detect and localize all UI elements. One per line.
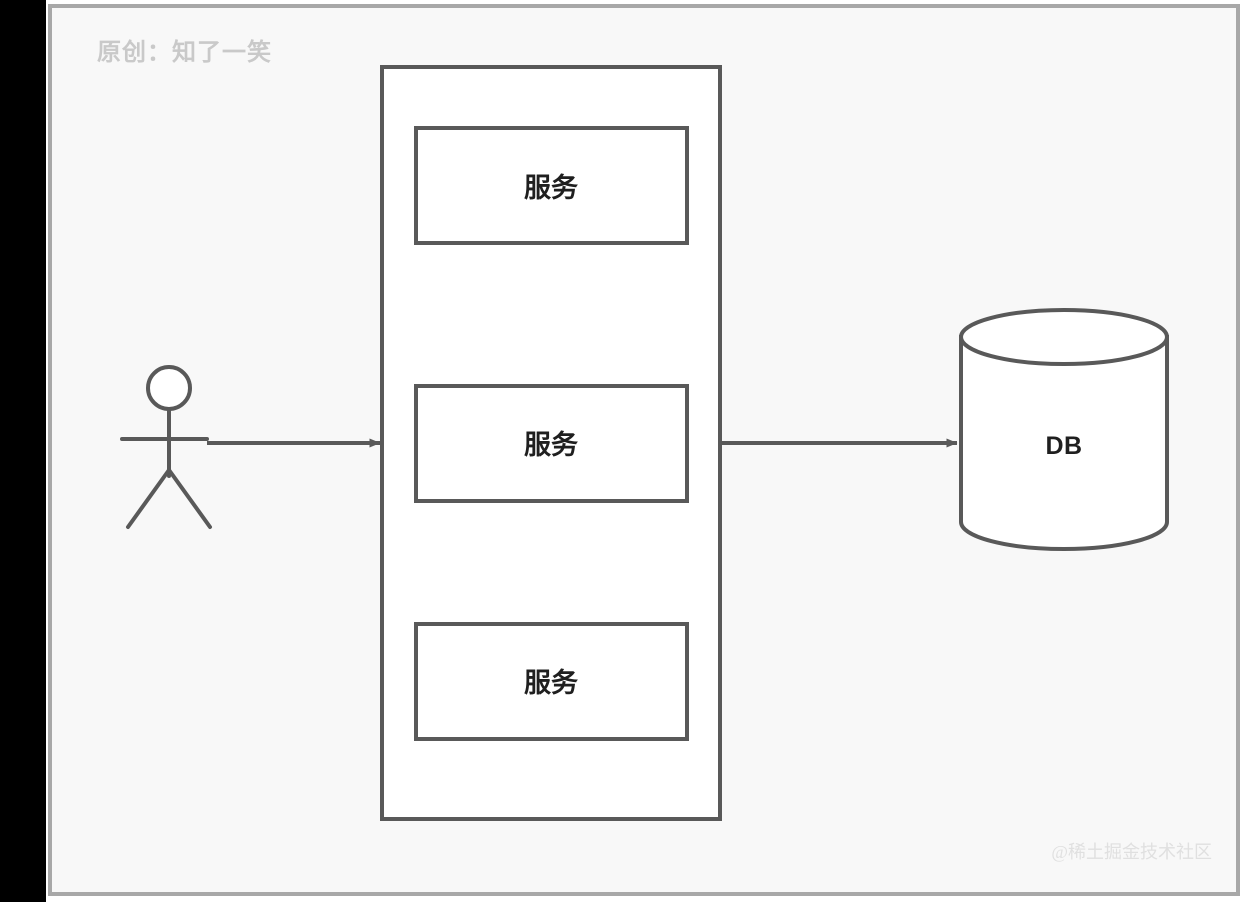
service-box-2[interactable]: 服务	[414, 384, 689, 503]
diagram-drawing: 服务 服务 服务 DB	[120, 65, 1169, 821]
watermark-author: 原创：知了一笑	[97, 39, 272, 66]
diagram-canvas: 原创：知了一笑	[48, 4, 1240, 896]
database-top-ellipse	[959, 308, 1169, 366]
database-body	[959, 335, 1169, 551]
service-box-3[interactable]: 服务	[414, 622, 689, 741]
actor-leg-right	[167, 468, 212, 529]
service-box-1-label: 服务	[524, 173, 578, 203]
service-box-3-frame	[414, 622, 689, 741]
database-cylinder[interactable]: DB	[959, 308, 1169, 551]
actor-leg-left	[126, 468, 171, 529]
left-sidebar-strip	[0, 0, 46, 902]
service-box-2-label: 服务	[524, 430, 578, 460]
watermark-community: @稀土掘金技术社区	[1051, 842, 1212, 862]
service-box-3-label: 服务	[524, 668, 578, 698]
diagram-canvas-inner: 原创：知了一笑	[52, 8, 1236, 892]
service-box-2-frame	[414, 384, 689, 503]
service-box-1[interactable]: 服务	[414, 126, 689, 245]
database-label: DB	[1045, 432, 1082, 460]
service-box-1-frame	[414, 126, 689, 245]
actor-head-icon	[146, 365, 192, 411]
user-actor[interactable]	[120, 365, 212, 529]
